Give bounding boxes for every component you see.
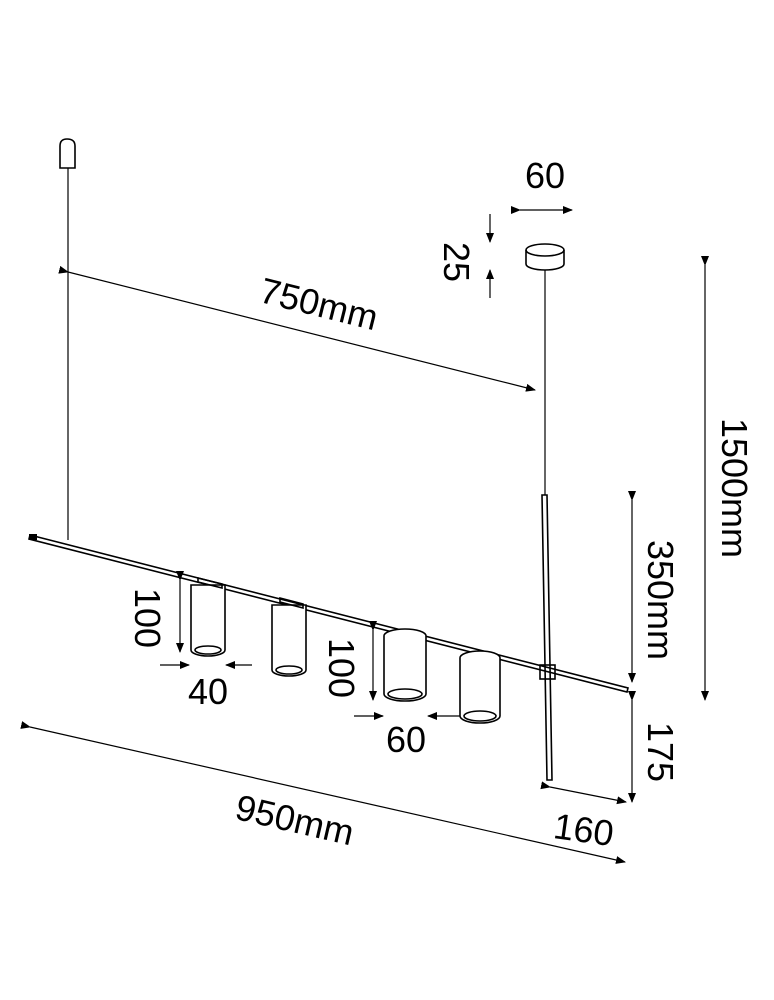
large-shade-height-label: 100 bbox=[321, 638, 362, 698]
bar-length-label: 950mm bbox=[232, 786, 358, 853]
left-canopy bbox=[59, 138, 76, 540]
canopy-width-label: 60 bbox=[525, 155, 565, 196]
small-shade-height-label: 100 bbox=[127, 588, 168, 648]
shade-4 bbox=[459, 650, 501, 724]
main-bar bbox=[28, 534, 629, 693]
vertical-rod bbox=[539, 494, 556, 781]
rod-lower-label: 175 bbox=[640, 722, 681, 782]
shade-3 bbox=[383, 628, 427, 702]
rod-offset-label: 160 bbox=[551, 805, 616, 854]
wire-spacing-label: 750mm bbox=[256, 269, 382, 338]
shade-1 bbox=[190, 576, 226, 657]
canopy-height-label: 25 bbox=[436, 242, 477, 282]
shade-2 bbox=[271, 596, 307, 677]
large-shade-diameter-label: 60 bbox=[386, 719, 426, 760]
right-canopy bbox=[525, 243, 565, 495]
rod-upper-label: 350mm bbox=[640, 540, 681, 660]
dimension-arrows bbox=[20, 206, 709, 864]
total-height-label: 1500mm bbox=[714, 418, 755, 558]
small-shade-diameter-label: 40 bbox=[188, 671, 228, 712]
